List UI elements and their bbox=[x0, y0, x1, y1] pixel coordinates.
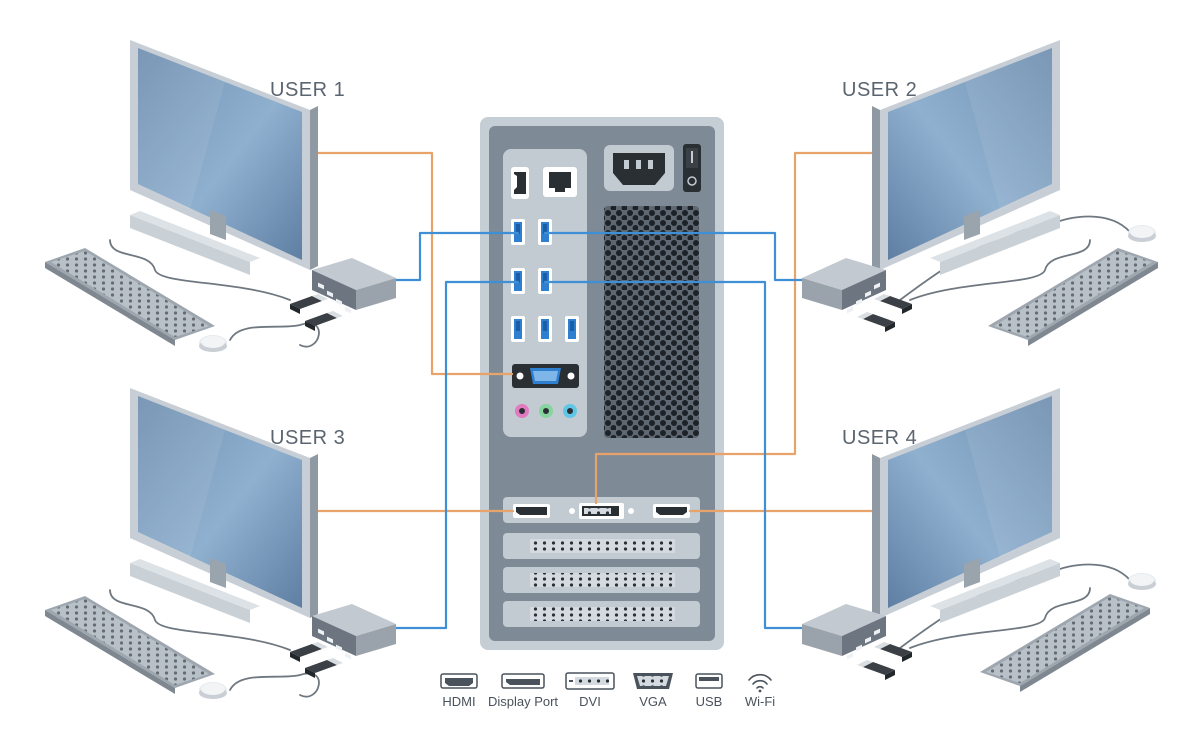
displayport-icon bbox=[501, 673, 545, 689]
power-socket bbox=[604, 145, 674, 191]
expansion-slots bbox=[503, 533, 700, 627]
usb-plug bbox=[857, 660, 895, 680]
legend-label: Display Port bbox=[488, 694, 558, 709]
usb-hub bbox=[312, 604, 396, 660]
vga-port bbox=[512, 364, 579, 388]
keyboard bbox=[980, 594, 1150, 692]
usb-cable-user2 bbox=[543, 231, 808, 282]
ethernet-port bbox=[543, 167, 577, 197]
user-4-label: USER 4 bbox=[842, 427, 917, 449]
dvi-cable-user2 bbox=[594, 151, 882, 505]
port-legend: HDMI Display Port DVI VGA bbox=[440, 672, 775, 709]
usb-plug bbox=[290, 642, 328, 662]
usb-hub bbox=[312, 258, 396, 314]
monitor bbox=[130, 40, 318, 275]
usb-hub bbox=[802, 604, 886, 660]
usb-plug bbox=[305, 311, 343, 331]
audio-ports bbox=[515, 404, 577, 418]
legend-label: HDMI bbox=[442, 694, 475, 709]
usb-plug bbox=[290, 294, 328, 314]
legend-wifi: Wi-Fi bbox=[745, 673, 775, 709]
usb-plug bbox=[305, 658, 343, 678]
legend-label: USB bbox=[696, 694, 723, 709]
gpu-hdmi-port bbox=[653, 504, 690, 518]
legend-hdmi: HDMI bbox=[440, 673, 478, 709]
user-2-workstation: USER 2 bbox=[802, 40, 1158, 346]
usb-cable-user3 bbox=[393, 280, 520, 630]
fan-grill bbox=[604, 206, 699, 438]
usb-cable-user4 bbox=[543, 280, 808, 630]
keyboard bbox=[45, 596, 215, 694]
usb-icon bbox=[695, 673, 723, 689]
usb-plug bbox=[874, 294, 912, 314]
legend-label: DVI bbox=[579, 694, 601, 709]
gpu-displayport bbox=[513, 504, 550, 518]
vga-icon bbox=[633, 673, 673, 689]
legend-vga: VGA bbox=[633, 673, 673, 709]
legend-usb: USB bbox=[695, 673, 723, 709]
user-4-workstation: USER 4 bbox=[802, 388, 1156, 692]
usb-plug bbox=[857, 312, 895, 332]
monitor bbox=[130, 388, 318, 623]
legend-displayport: Display Port bbox=[488, 673, 558, 709]
user-3-workstation: USER 3 bbox=[45, 388, 396, 699]
vga-cable-user1 bbox=[308, 151, 514, 376]
user-1-workstation: USER 1 bbox=[45, 40, 396, 352]
dvi-icon bbox=[565, 672, 615, 690]
user-3-label: USER 3 bbox=[270, 427, 345, 449]
mouse bbox=[199, 682, 227, 699]
gpu-dvi-port bbox=[569, 503, 634, 519]
legend-label: Wi-Fi bbox=[745, 694, 775, 709]
pc-tower bbox=[480, 117, 724, 650]
usb-port bbox=[565, 316, 579, 342]
usb-hub bbox=[802, 258, 886, 314]
hdmi-port bbox=[511, 167, 529, 199]
mouse bbox=[1128, 225, 1156, 242]
power-switch bbox=[683, 144, 701, 192]
keyboard bbox=[45, 248, 215, 346]
legend-label: VGA bbox=[639, 694, 667, 709]
mouse bbox=[199, 335, 227, 352]
usb-cable-user1 bbox=[393, 231, 520, 282]
wifi-icon bbox=[748, 673, 772, 693]
usb-plug bbox=[874, 642, 912, 662]
monitor bbox=[872, 40, 1060, 275]
keyboard bbox=[988, 248, 1158, 346]
user-1-label: USER 1 bbox=[270, 79, 345, 101]
monitor bbox=[872, 388, 1060, 623]
mouse bbox=[1128, 573, 1156, 590]
legend-dvi: DVI bbox=[565, 672, 615, 709]
hdmi-icon bbox=[440, 673, 478, 689]
usb-port bbox=[538, 316, 552, 342]
usb-port bbox=[511, 316, 525, 342]
user-2-label: USER 2 bbox=[842, 79, 917, 101]
